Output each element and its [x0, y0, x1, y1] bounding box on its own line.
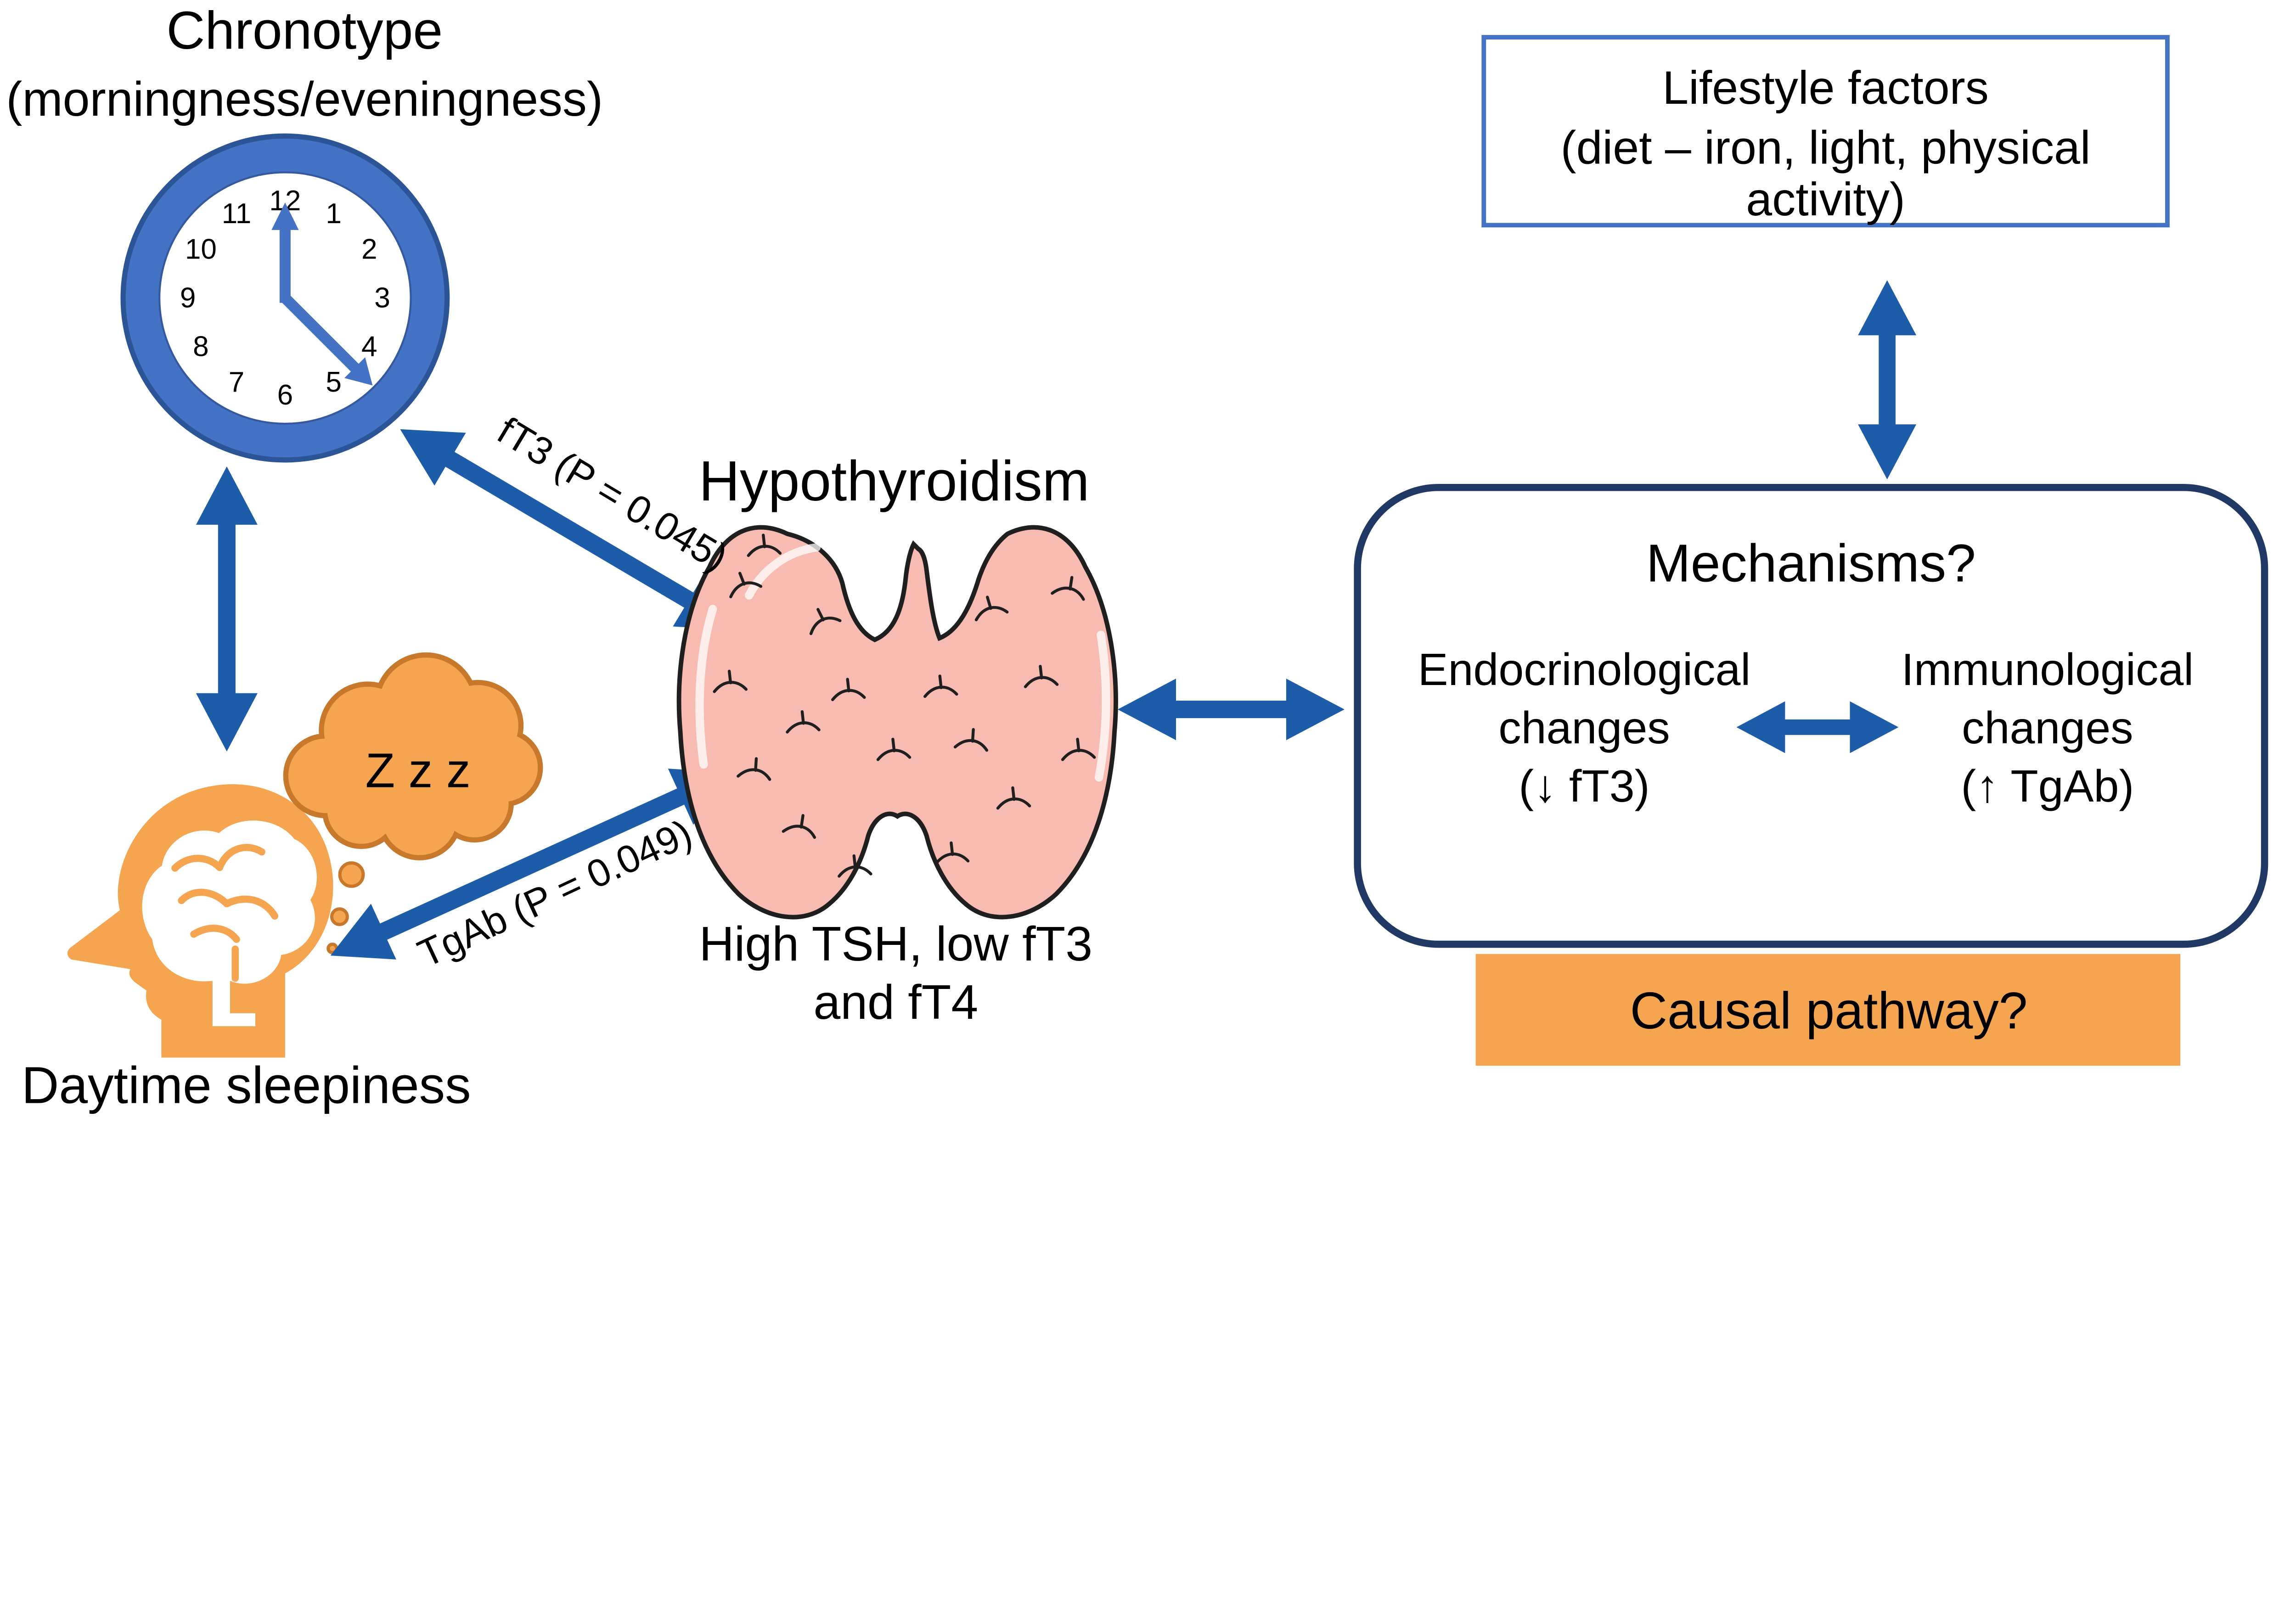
clock-number-2: 2: [361, 234, 377, 265]
clock-number-4: 4: [361, 331, 377, 362]
thyroid-body: [676, 525, 1118, 920]
chronotype-subtitle: (morningness/eveningness): [6, 72, 603, 126]
clock-center-dot: [280, 292, 291, 303]
endocrinological-column: Endocrinological changes (↓ fT3): [1418, 644, 1751, 811]
clock-icon: 12 1 2 3 4 5 6 7 8 9 10 11: [120, 133, 450, 463]
endocrinological-line2: changes: [1498, 702, 1670, 753]
mechanisms-title: Mechanisms?: [1646, 533, 1976, 593]
brain-icon: [142, 820, 317, 1027]
clock-number-10: 10: [185, 234, 217, 265]
clock-number-11: 11: [222, 198, 251, 230]
thyroid-caption-line2: and fT4: [813, 975, 978, 1029]
arrow-endocrinological-immunological: [1736, 701, 1899, 753]
clock-number-5: 5: [326, 366, 342, 398]
zzz-text: Z z z: [366, 743, 471, 798]
thyroid-icon: [676, 525, 1118, 920]
hypothyroidism-title: Hypothyroidism: [699, 449, 1090, 513]
thyroid-highlights: [695, 543, 1110, 782]
clock-number-3: 3: [374, 282, 390, 314]
clock-number-8: 8: [193, 331, 209, 362]
arrow-sleepiness-thyroid: [330, 769, 734, 960]
arrow-lifestyle-mechanisms: [1858, 280, 1917, 480]
causal-pathway-label: Causal pathway?: [1630, 982, 2028, 1039]
chronotype-title: Chronotype: [166, 0, 443, 60]
arrows: [196, 280, 1917, 960]
clock-hour-hand: [281, 294, 373, 386]
arrow-thyroid-mechanisms: [1118, 679, 1345, 741]
thought-cloud-icon: Z z z: [283, 652, 543, 860]
mechanisms-box: [1354, 484, 2268, 948]
thought-bubble-trail: [326, 861, 365, 955]
clock-numbers: 12 1 2 3 4 5 6 7 8 9 10 11: [180, 185, 390, 411]
clock-number-1: 1: [326, 198, 342, 230]
immunological-line3: (↑ TgAb): [1961, 761, 2134, 811]
causal-pathway-box: [1475, 954, 2181, 1066]
immunological-line2: changes: [1962, 702, 2133, 753]
lifestyle-line1: Lifestyle factors: [1662, 61, 1989, 114]
endocrinological-line1: Endocrinological: [1418, 644, 1751, 695]
lifestyle-box: [1481, 35, 2170, 228]
thyroid-caption-line1: High TSH, low fT3: [699, 917, 1092, 971]
arrow-chronotype-thyroid: [400, 429, 739, 630]
brain-gyri-lines: [171, 844, 279, 982]
immunological-line1: Immunological: [1901, 644, 2194, 695]
lifestyle-line2: (diet – iron, light, physical: [1561, 121, 2091, 174]
sleepy-head-icon: Z z z: [67, 652, 543, 1058]
clock-number-7: 7: [229, 366, 245, 398]
clock-number-9: 9: [180, 282, 196, 314]
diagram-svg: 12 1 2 3 4 5 6 7 8 9 10 11: [6, 0, 2268, 1114]
lifestyle-line3: activity): [1746, 173, 1905, 225]
arrow-chronotype-sleepiness: [196, 466, 258, 752]
clock-minute-hand: [271, 202, 299, 303]
immunological-column: Immunological changes (↑ TgAb): [1901, 644, 2194, 811]
endocrinological-line3: (↓ fT3): [1519, 761, 1649, 811]
figure-canvas: 12 1 2 3 4 5 6 7 8 9 10 11: [6, 0, 2268, 1114]
daytime-sleepiness-label: Daytime sleepiness: [22, 1056, 471, 1114]
clock-number-6: 6: [277, 379, 293, 411]
